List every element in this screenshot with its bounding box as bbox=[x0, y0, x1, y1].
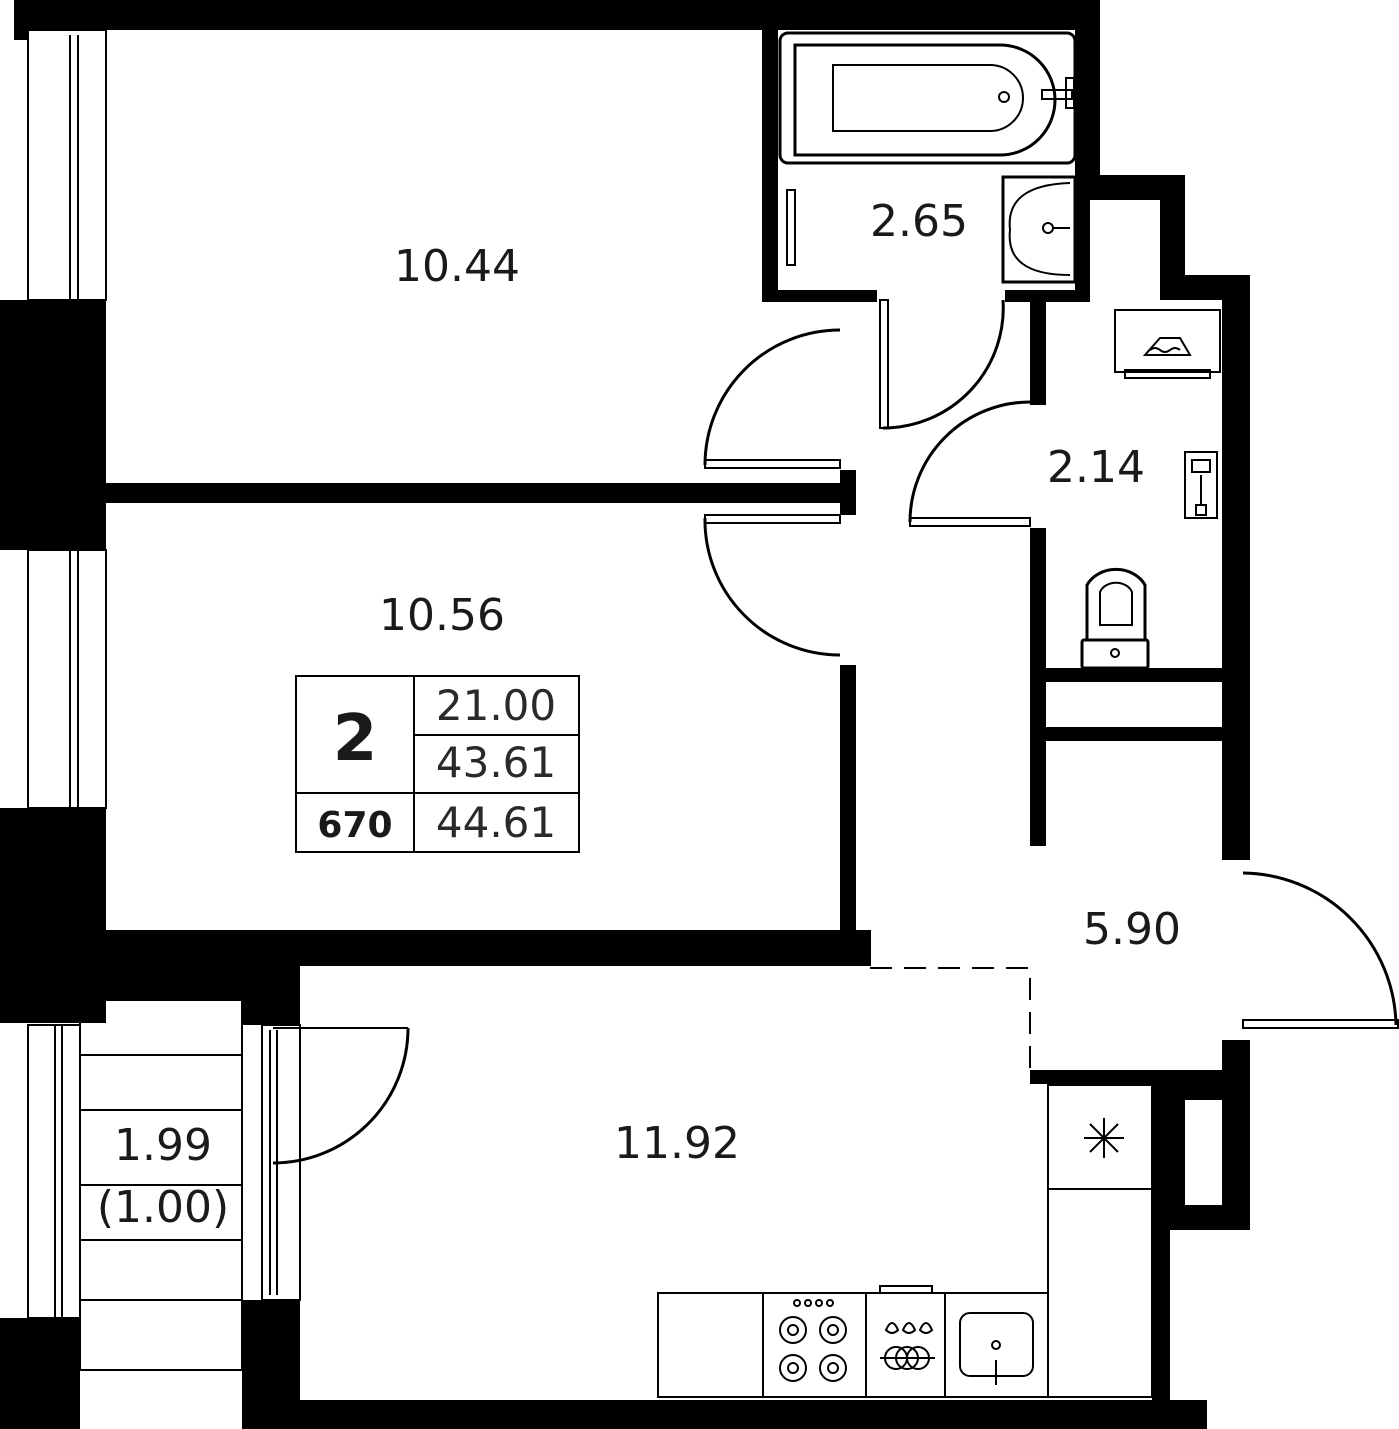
oven-icon bbox=[865, 1285, 946, 1398]
toilet-icon bbox=[1080, 567, 1150, 670]
room-labels: 10.44 10.56 2.65 2.14 5.90 11.92 1.99 (1… bbox=[97, 196, 1181, 1233]
kitchen-sink-icon bbox=[944, 1292, 1049, 1398]
balcony bbox=[79, 999, 243, 1371]
rooms-count: 2 bbox=[333, 702, 378, 776]
room-area-bedroom: 10.44 bbox=[394, 241, 520, 292]
fridge-icon bbox=[1047, 1084, 1153, 1190]
total-area: 43.61 bbox=[436, 738, 556, 787]
walls bbox=[0, 0, 1250, 1429]
sink-icon bbox=[1001, 175, 1077, 284]
washing-machine-icon bbox=[1114, 309, 1221, 379]
bathtub-icon bbox=[778, 31, 1077, 266]
room-area-hall: 5.90 bbox=[1083, 904, 1181, 955]
apartment-number: 670 bbox=[317, 805, 392, 846]
hob-icon bbox=[762, 1292, 867, 1398]
apartment-info-table: 2 21.00 43.61 670 44.61 bbox=[295, 675, 580, 853]
living-area: 21.00 bbox=[436, 681, 556, 730]
total-area-with-balcony: 44.61 bbox=[436, 798, 556, 847]
boiler-icon bbox=[1184, 451, 1218, 519]
doors bbox=[272, 299, 1399, 1165]
room-area-kitchen: 11.92 bbox=[614, 1118, 740, 1169]
room-area-toilet: 2.14 bbox=[1047, 442, 1145, 493]
room-area-balcony: 1.99 bbox=[114, 1120, 212, 1171]
room-area-bedroom2: 10.56 bbox=[379, 590, 505, 641]
room-area-bathroom: 2.65 bbox=[870, 196, 968, 247]
room-area-balcony-reduced: (1.00) bbox=[97, 1182, 229, 1233]
